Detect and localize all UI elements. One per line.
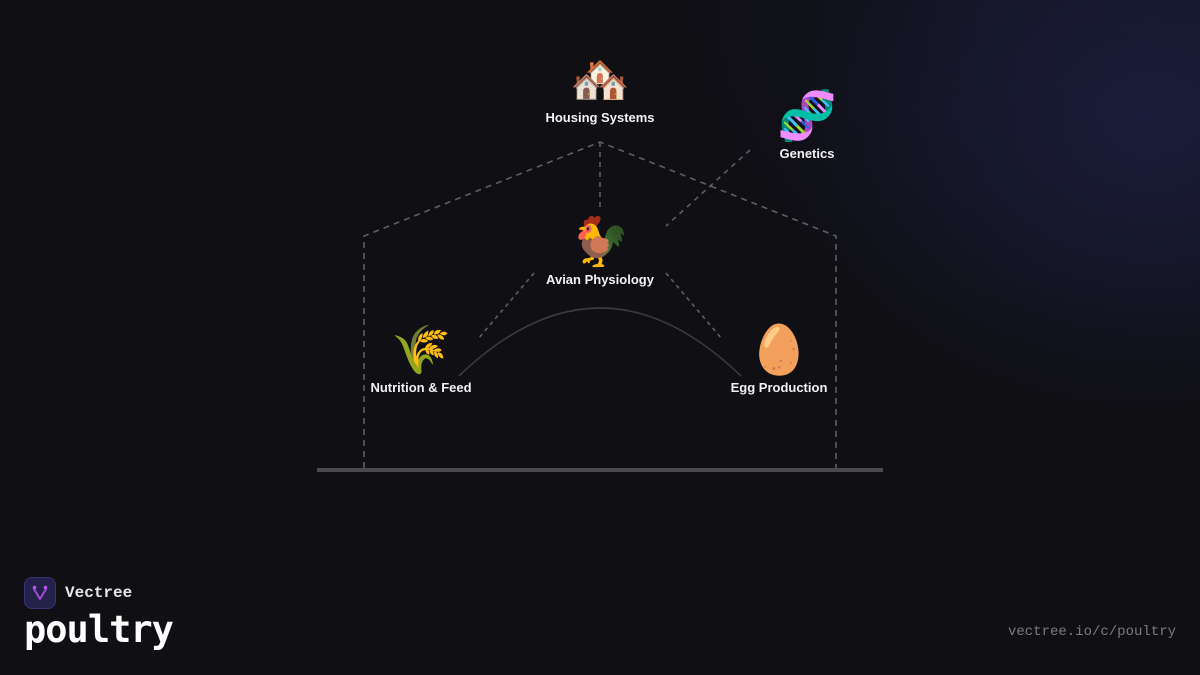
brand-name: Vectree (65, 584, 133, 602)
topic-title: poultry (24, 608, 174, 651)
physiology-to-eggs-link (665, 272, 723, 340)
node-avian-physiology[interactable]: 🐓 Avian Physiology (546, 214, 654, 287)
node-label: Housing Systems (545, 110, 655, 125)
node-label: Avian Physiology (546, 272, 654, 287)
roof-outline (363, 141, 837, 468)
egg-icon: 🥚 (749, 322, 809, 378)
dna-icon: 🧬 (777, 88, 837, 144)
brand[interactable]: Vectree (24, 577, 132, 609)
vectree-logo-icon (24, 577, 56, 609)
node-egg-production[interactable]: 🥚 Egg Production (731, 322, 828, 395)
rice-sheaf-icon: 🌾 (391, 322, 451, 378)
node-housing-systems[interactable]: 🏘️ Housing Systems (545, 52, 654, 125)
genetics-link (665, 149, 751, 227)
node-label: Egg Production (730, 380, 828, 395)
node-genetics[interactable]: 🧬 Genetics (777, 88, 837, 161)
physiology-to-nutrition-link (477, 272, 535, 340)
node-label: Genetics (779, 146, 835, 161)
rooster-icon: 🐓 (570, 214, 630, 270)
node-nutrition-feed[interactable]: 🌾 Nutrition & Feed (370, 322, 471, 395)
page-url[interactable]: vectree.io/c/poultry (1007, 624, 1176, 640)
cycle-arc (458, 307, 742, 377)
houses-icon: 🏘️ (570, 52, 630, 108)
node-label: Nutrition & Feed (370, 380, 472, 395)
